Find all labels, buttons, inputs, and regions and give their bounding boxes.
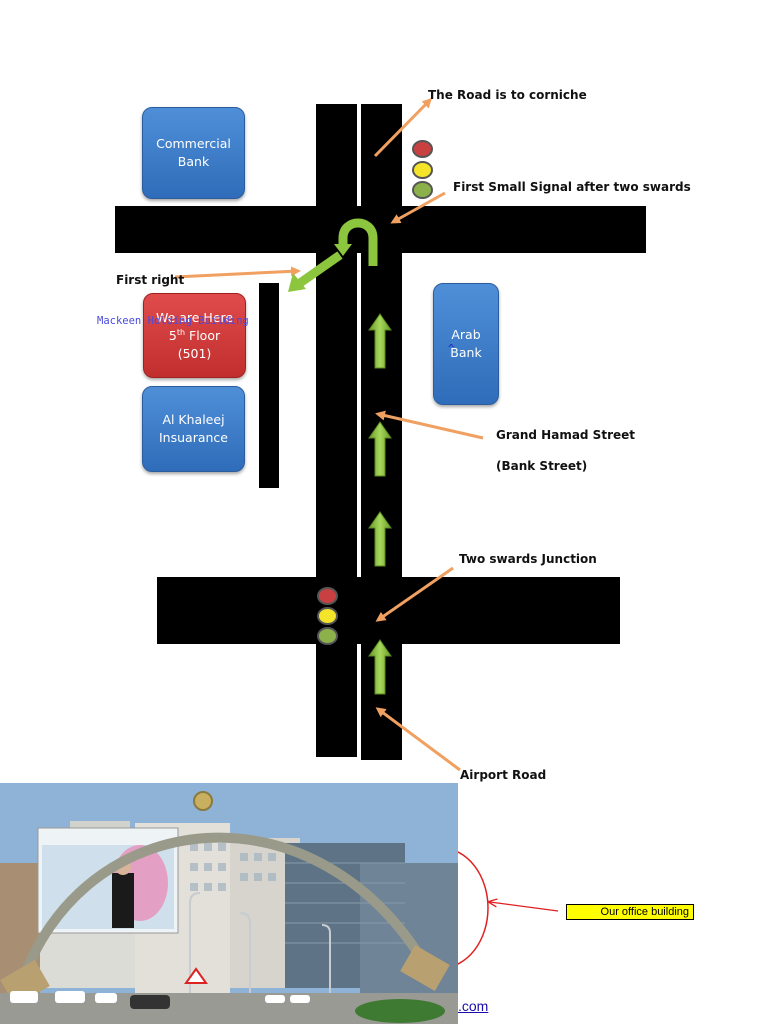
office-building-pointer xyxy=(490,902,559,912)
label-first-signal: First Small Signal after two swards xyxy=(453,180,691,194)
commercial-bank-box: Commercial Bank xyxy=(142,107,245,199)
arab-bank-line1: Arab xyxy=(451,327,481,342)
label-first-right: First right xyxy=(116,273,185,287)
arrow-to-corniche xyxy=(373,97,433,158)
green-arrow-first-right xyxy=(288,251,343,292)
green-arrow-up-1 xyxy=(368,313,392,369)
u-turn-arrow xyxy=(338,218,378,266)
we-are-here-box: We are Here 5th Floor (501) xyxy=(143,293,246,378)
photo-illustration xyxy=(0,783,458,1024)
side-street xyxy=(259,283,279,488)
arab-bank-box: Arab Bank xyxy=(433,283,499,405)
we-are-here-floor: 5th Floor xyxy=(168,327,221,343)
top-signal-red-light xyxy=(412,140,433,158)
building-name-overlay: Mackeen Holding Building xyxy=(97,315,249,327)
arrow-grand-hamad xyxy=(375,410,484,440)
green-arrow-up-4 xyxy=(368,639,392,695)
label-two-swards: Two swards Junction xyxy=(459,552,597,566)
label-airport-road: Airport Road xyxy=(460,768,547,782)
arrow-two-swards xyxy=(375,566,454,622)
label-grand-hamad: Grand Hamad Street xyxy=(496,428,635,442)
bottom-signal-green-light xyxy=(317,627,338,645)
label-corniche: The Road is to corniche xyxy=(428,88,587,102)
upper-cross-road xyxy=(115,206,646,253)
arrow-airport-road xyxy=(375,707,461,772)
label-bank-street: (Bank Street) xyxy=(496,459,588,473)
bottom-signal-red-light xyxy=(317,587,338,605)
stray-caret: ^ xyxy=(448,343,455,355)
u-turn-arrow-head xyxy=(334,244,352,256)
green-arrow-up-3 xyxy=(368,511,392,567)
website-link[interactable]: .com xyxy=(458,998,489,1014)
office-building-callout: Our office building xyxy=(566,904,694,920)
commercial-bank-line1: Commercial xyxy=(156,136,231,151)
al-khaleej-line1: Al Khaleej xyxy=(162,412,225,427)
al-khaleej-box: Al Khaleej Insuarance xyxy=(142,386,245,472)
bottom-signal-yellow-light xyxy=(317,607,338,625)
lower-cross-road xyxy=(157,577,620,644)
top-signal-yellow-light xyxy=(412,161,433,179)
top-signal-green-light xyxy=(412,181,433,199)
arrow-to-first-signal xyxy=(390,191,446,224)
arrow-first-right xyxy=(174,266,301,279)
al-khaleej-line2: Insuarance xyxy=(159,430,228,445)
we-are-here-unit: (501) xyxy=(177,345,212,361)
we-are-here-line1: We are Here xyxy=(155,309,234,325)
green-arrow-up-2 xyxy=(368,421,392,477)
commercial-bank-line2: Bank xyxy=(177,154,210,169)
arab-bank-line2: Bank xyxy=(450,345,482,360)
office-area-photo xyxy=(0,783,458,1024)
